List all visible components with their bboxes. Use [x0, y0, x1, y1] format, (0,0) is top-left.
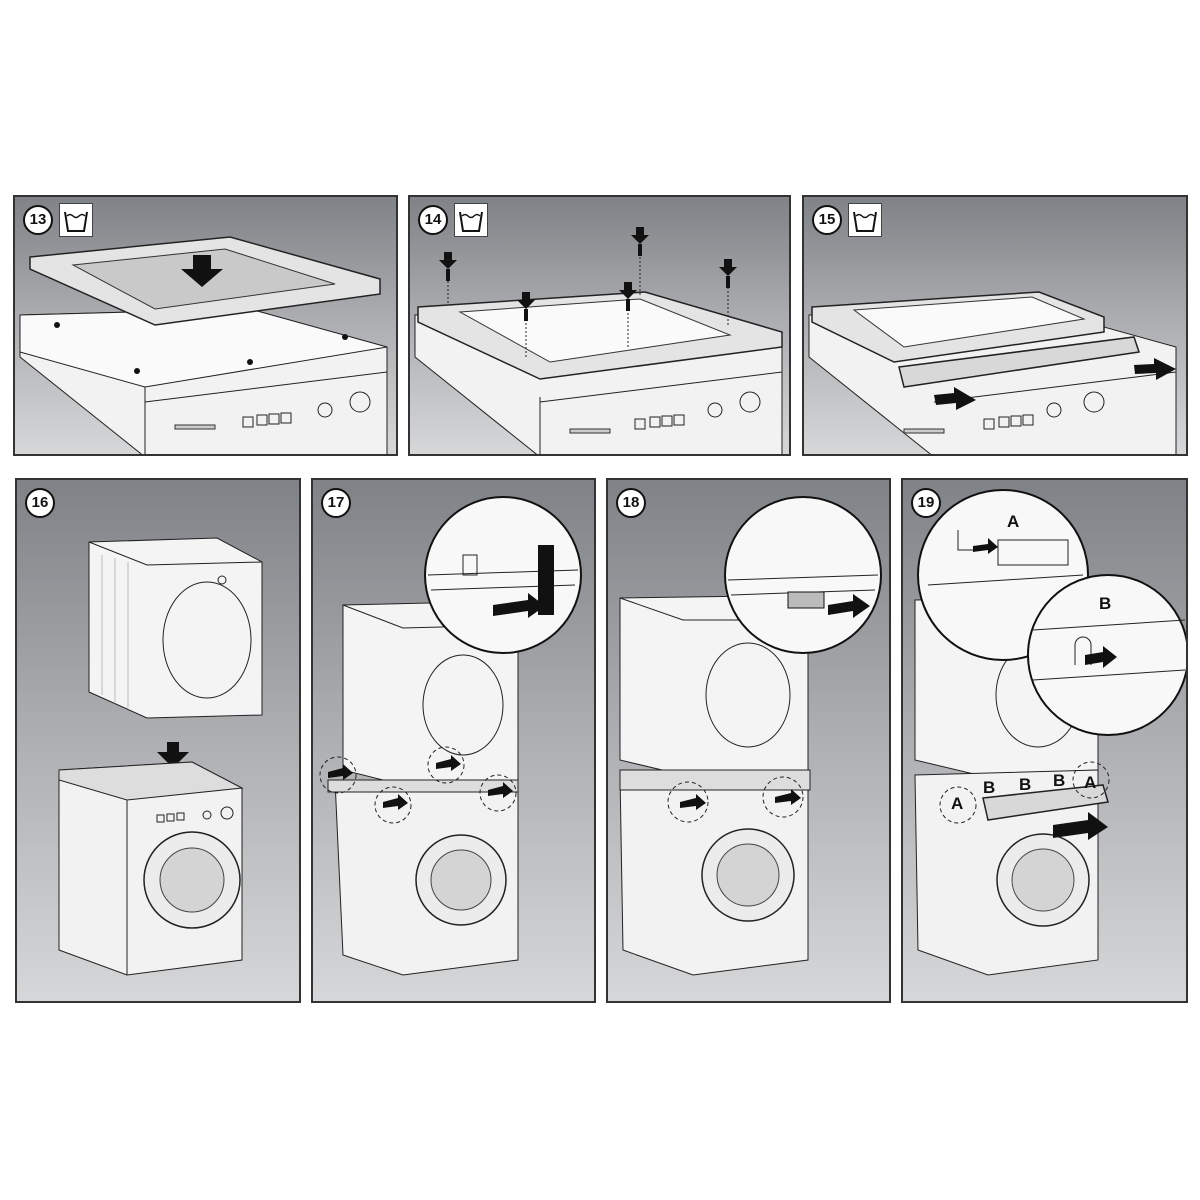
pull-shelf-illustration: [808, 291, 1177, 454]
secure-feet-illustration: [319, 496, 582, 976]
wash-tub-icon: [59, 203, 93, 237]
step-13-panel: 13: [13, 195, 398, 456]
step-number: 17: [321, 488, 351, 518]
step-16-panel: 16: [15, 478, 301, 1003]
label-b-2: B: [1019, 775, 1032, 794]
wash-tub-icon: [454, 203, 488, 237]
label-left-a: A: [951, 794, 964, 813]
step-19-panel: 19 A B A B B B A: [901, 478, 1188, 1003]
insert-clips-illustration: [619, 496, 882, 976]
step-number: 15: [812, 205, 842, 235]
step-number: 14: [418, 205, 448, 235]
label-right-a: A: [1084, 773, 1097, 792]
step-number: 13: [23, 205, 53, 235]
step-number: 18: [616, 488, 646, 518]
step-14-panel: 14: [408, 195, 791, 456]
zoom-label-a: A: [1007, 512, 1020, 531]
washer-frame-illustration: [19, 236, 388, 454]
screw-frame-illustration: [414, 227, 783, 454]
label-b-1: B: [983, 778, 996, 797]
zoom-label-b: B: [1099, 594, 1112, 613]
wash-tub-icon: [848, 203, 882, 237]
step-18-panel: 18: [606, 478, 891, 1003]
step-17-panel: 17: [311, 478, 596, 1003]
step-number: 19: [911, 488, 941, 518]
label-b-3: B: [1053, 771, 1066, 790]
lift-dryer-illustration: [58, 537, 263, 976]
step-number: 16: [25, 488, 55, 518]
lock-tray-illustration: [914, 489, 1186, 976]
step-15-panel: 15: [802, 195, 1188, 456]
